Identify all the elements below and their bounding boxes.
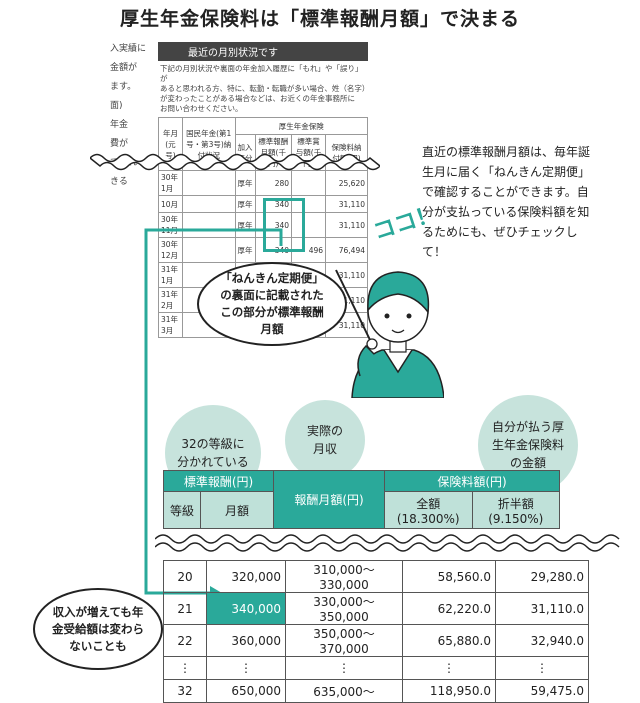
notice-cell bbox=[291, 212, 327, 238]
note-text: 実際の月収 bbox=[306, 424, 343, 456]
note-circle-income: 実際の月収 bbox=[285, 400, 365, 480]
notice-cell: 30年12月 bbox=[158, 237, 183, 263]
notice-cell: 31年 3月 bbox=[158, 312, 183, 338]
notice-header: 最近の月別状況です bbox=[158, 42, 368, 61]
notice-cell: 76,494 bbox=[325, 237, 368, 263]
woman-illustration bbox=[335, 269, 444, 398]
cell-half: 29,280.0 bbox=[495, 560, 589, 593]
cell-grade: 32 bbox=[163, 679, 207, 703]
cell-full: 118,950.0 bbox=[402, 679, 496, 703]
notice-line: お問い合わせください。 bbox=[160, 104, 243, 113]
cell-grade: ⋮ bbox=[163, 656, 207, 680]
full-header: 全額 (18.300%) bbox=[384, 491, 473, 529]
notice-cell: 31年 2月 bbox=[158, 287, 183, 313]
cell-range: 310,000～330,000 bbox=[285, 560, 403, 593]
cell-half: 32,940.0 bbox=[495, 624, 589, 657]
std-header: 標準報酬(円) bbox=[163, 470, 274, 492]
tear-line bbox=[155, 534, 620, 552]
note-text: 32の等級に分かれている bbox=[177, 437, 249, 469]
speech-bubble: 「ねんきん定期便」の裏面に記載されたこの部分が標準報酬月額 bbox=[197, 262, 347, 346]
cell-full: 62,220.0 bbox=[402, 592, 496, 625]
cell-full: ⋮ bbox=[402, 656, 496, 680]
notice-cell: 30年 1月 bbox=[158, 170, 183, 196]
explanation-text: 直近の標準報酬月額は、毎年誕生月に届く「ねんきん定期便」で確認することができます… bbox=[422, 145, 591, 259]
cell-monthly: 650,000 bbox=[206, 679, 286, 703]
cell-full: 65,880.0 bbox=[402, 624, 496, 657]
cell-range: ⋮ bbox=[285, 656, 403, 680]
grade-header: 等級 bbox=[163, 491, 201, 529]
fragment-line: 金額が bbox=[110, 63, 138, 73]
notice-line: あると思われる方、特に、転勤・転職が多い場合、姓（名字） bbox=[160, 84, 370, 93]
tear-line bbox=[90, 153, 380, 171]
half-header: 折半額 (9.150%) bbox=[471, 491, 560, 529]
monthly-header: 月額 bbox=[200, 491, 274, 529]
page-title: 厚生年金保険料は「標準報酬月額」で決まる bbox=[119, 8, 520, 30]
full-label: 全額 bbox=[416, 496, 441, 511]
bubble-text: 収入が増えても年金受給額は変わらないことも bbox=[52, 604, 144, 653]
fragment-line: きる bbox=[110, 177, 128, 187]
notice-cell bbox=[181, 212, 236, 238]
cell-grade: 22 bbox=[163, 624, 207, 657]
fragment-line: ます。 bbox=[110, 82, 137, 92]
fragment-line: 面) bbox=[110, 101, 123, 111]
notice-cell: 25,620 bbox=[325, 170, 368, 196]
cell-monthly: 360,000 bbox=[206, 624, 286, 657]
half-rate: (9.150%) bbox=[488, 511, 544, 526]
cell-half: 31,110.0 bbox=[495, 592, 589, 625]
cell-monthly: 340,000 bbox=[206, 592, 286, 625]
half-label: 折半額 bbox=[497, 496, 534, 511]
notice-line: 下記の月別状況や裏面の年金加入履歴に「もれ」や「誤り」が bbox=[160, 64, 363, 83]
cell-range: 330,000～350,000 bbox=[285, 592, 403, 625]
standard-remuneration-table: 標準報酬(円) 報酬月額(円) 保険料額(円) 等級 月額 全額 (18.300… bbox=[163, 470, 560, 529]
cell-monthly: ⋮ bbox=[206, 656, 286, 680]
cell-half: 59,475.0 bbox=[495, 679, 589, 703]
range-header: 報酬月額(円) bbox=[273, 470, 385, 529]
note-text: 自分が払う厚生年金保険料の金額 bbox=[491, 420, 564, 470]
fragment-line: 費が bbox=[110, 139, 129, 149]
bubble-text: 「ねんきん定期便」の裏面に記載されたこの部分が標準報酬月額 bbox=[220, 271, 324, 336]
cell-range: 635,000～ bbox=[285, 679, 403, 703]
highlight-box bbox=[263, 198, 305, 252]
cell-full: 58,560.0 bbox=[402, 560, 496, 593]
cell-grade: 20 bbox=[163, 560, 207, 593]
cell-half: ⋮ bbox=[495, 656, 589, 680]
full-rate: (18.300%) bbox=[396, 511, 460, 526]
range-header-text: 報酬月額(円) bbox=[294, 493, 364, 507]
fragment-line: 入実績に bbox=[110, 44, 147, 54]
premium-header: 保険料額(円) bbox=[384, 470, 560, 492]
speech-bubble: 収入が増えても年金受給額は変わらないことも bbox=[33, 588, 163, 670]
notice-line: が変わったことがある場合などは、お近くの年金事務所に bbox=[160, 94, 355, 103]
cell-monthly: 320,000 bbox=[206, 560, 286, 593]
cell-range: 350,000～370,000 bbox=[285, 624, 403, 657]
fragment-line: 年金 bbox=[110, 120, 129, 130]
table-row: ⋮⋮⋮⋮⋮ bbox=[163, 656, 589, 680]
notice-body: 下記の月別状況や裏面の年金加入履歴に「もれ」や「誤り」があると思われる方、特に、… bbox=[158, 61, 370, 117]
cell-grade: 21 bbox=[163, 592, 207, 625]
notice-cell: 280 bbox=[254, 170, 293, 196]
